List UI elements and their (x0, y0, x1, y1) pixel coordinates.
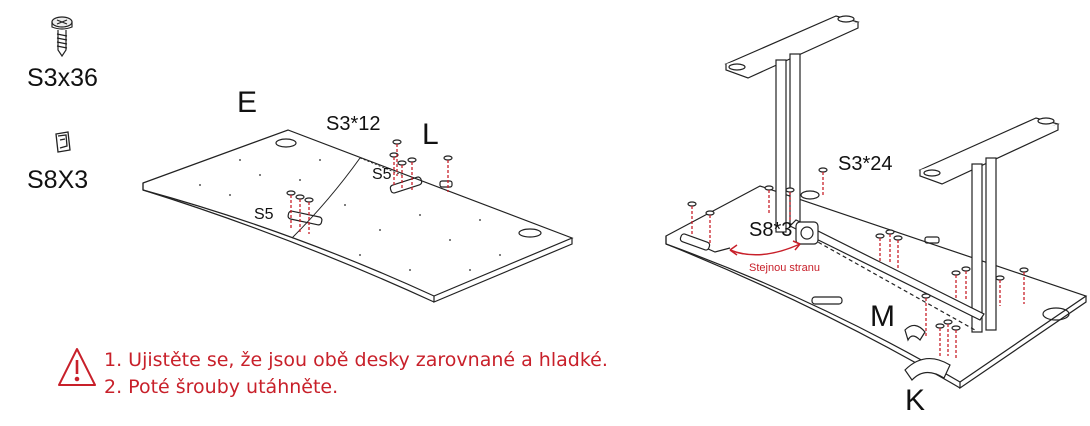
bracket-legend-label: S8X3 (27, 166, 89, 194)
same-side-label: Stejnou stranu (749, 262, 820, 274)
warning-line-1: 1. Ujistěte se, že jsou obě desky zarovn… (104, 349, 608, 371)
left-screws (286, 139, 453, 234)
screw-legend-label: S3x36 (27, 64, 98, 92)
bracket-s5-label-upper: S5 (372, 166, 392, 183)
left-desktop (142, 129, 574, 303)
warning-line-2: 2. Poté šrouby utáhněte. (104, 376, 339, 398)
part-m-label: M (870, 300, 895, 333)
right-desktop (665, 185, 1088, 390)
part-l-label: L (422, 118, 439, 151)
bracket-s5-label-lower: S5 (254, 206, 274, 223)
part-k-label: K (905, 384, 926, 417)
left-screw-group-label: S3*12 (326, 113, 381, 135)
bracket-clip-icon (55, 131, 71, 153)
right-screws (687, 167, 1029, 360)
warning-triangle-icon (58, 348, 96, 386)
right-bracket-group-label: S8*3 (749, 219, 793, 241)
desk-frame (679, 15, 1060, 381)
screw-icon (51, 16, 73, 58)
right-screw-group-label: S3*24 (838, 153, 893, 175)
part-e-label: E (237, 86, 258, 119)
same-side-arrow (729, 240, 801, 256)
